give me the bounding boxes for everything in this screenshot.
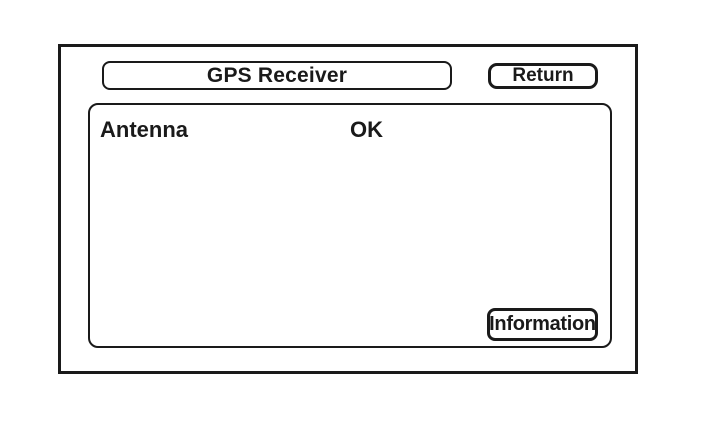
page-title-box: GPS Receiver [102,61,452,90]
information-button-label: Information [489,313,596,335]
status-value-antenna: OK [350,117,383,142]
page-title: GPS Receiver [206,63,348,87]
return-button[interactable]: Return [488,63,598,89]
status-panel: Antenna OK Information [88,103,612,348]
status-label-antenna: Antenna [100,117,188,142]
information-button[interactable]: Information [487,308,598,341]
return-button-label: Return [512,65,574,86]
screen-frame: GPS Receiver Return Antenna OK Informati… [58,44,638,374]
